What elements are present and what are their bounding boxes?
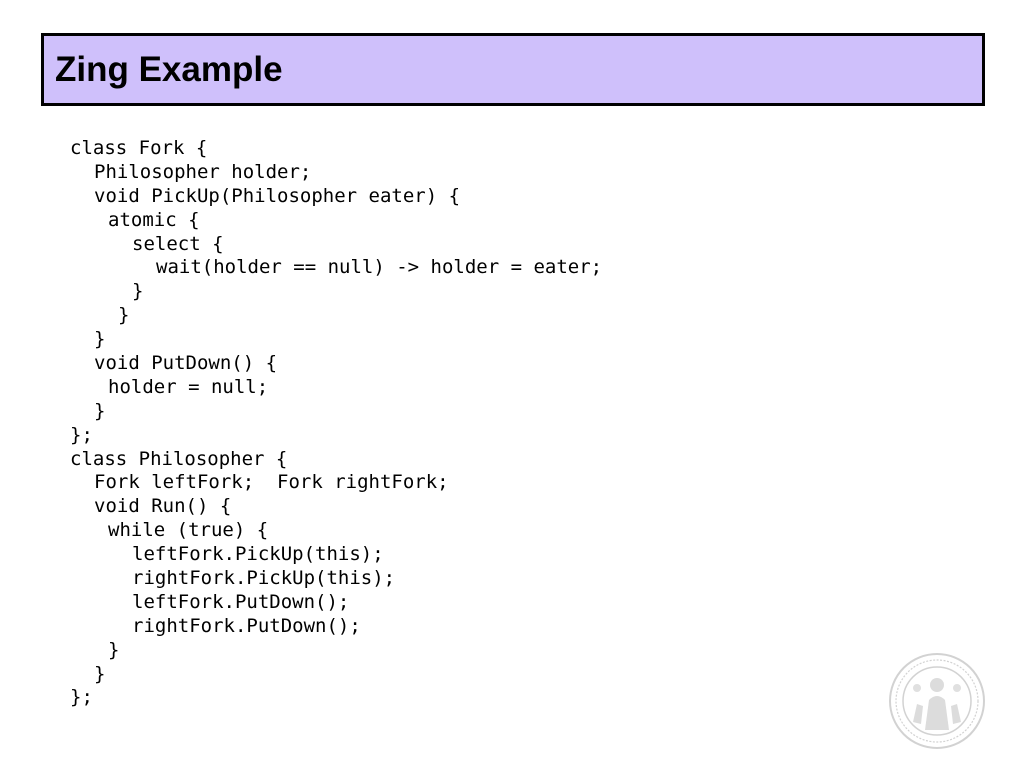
code-line: };	[70, 423, 93, 446]
code-line: }	[108, 638, 120, 661]
code-line: void PickUp(Philosopher eater) {	[94, 184, 461, 207]
code-line: rightFork.PutDown();	[132, 614, 361, 637]
code-block: class Fork { Philosopher holder; void Pi…	[70, 137, 602, 710]
code-line: void Run() {	[94, 495, 232, 518]
code-line: class Fork {	[70, 137, 208, 159]
code-line: holder = null;	[108, 375, 269, 398]
code-line: void PutDown() {	[94, 352, 278, 375]
university-seal-icon	[889, 653, 985, 749]
code-line: }	[94, 662, 106, 685]
code-line: leftFork.PutDown();	[132, 590, 350, 613]
code-line: leftFork.PickUp(this);	[132, 543, 384, 566]
code-line: };	[70, 686, 93, 709]
code-line: }	[118, 304, 130, 327]
code-line: }	[132, 280, 144, 303]
title-banner: Zing Example	[41, 33, 985, 106]
code-line: wait(holder == null) -> holder = eater;	[156, 256, 603, 279]
code-line: rightFork.PickUp(this);	[132, 567, 396, 590]
code-line: }	[94, 328, 106, 351]
code-line: while (true) {	[108, 519, 269, 542]
code-line: atomic {	[108, 208, 200, 231]
code-line: Fork leftFork; Fork rightFork;	[94, 471, 449, 494]
code-line: }	[94, 399, 106, 422]
code-line: Philosopher holder;	[94, 160, 312, 183]
code-line: class Philosopher {	[70, 447, 288, 470]
code-line: select {	[132, 232, 224, 255]
slide-title: Zing Example	[55, 50, 283, 89]
